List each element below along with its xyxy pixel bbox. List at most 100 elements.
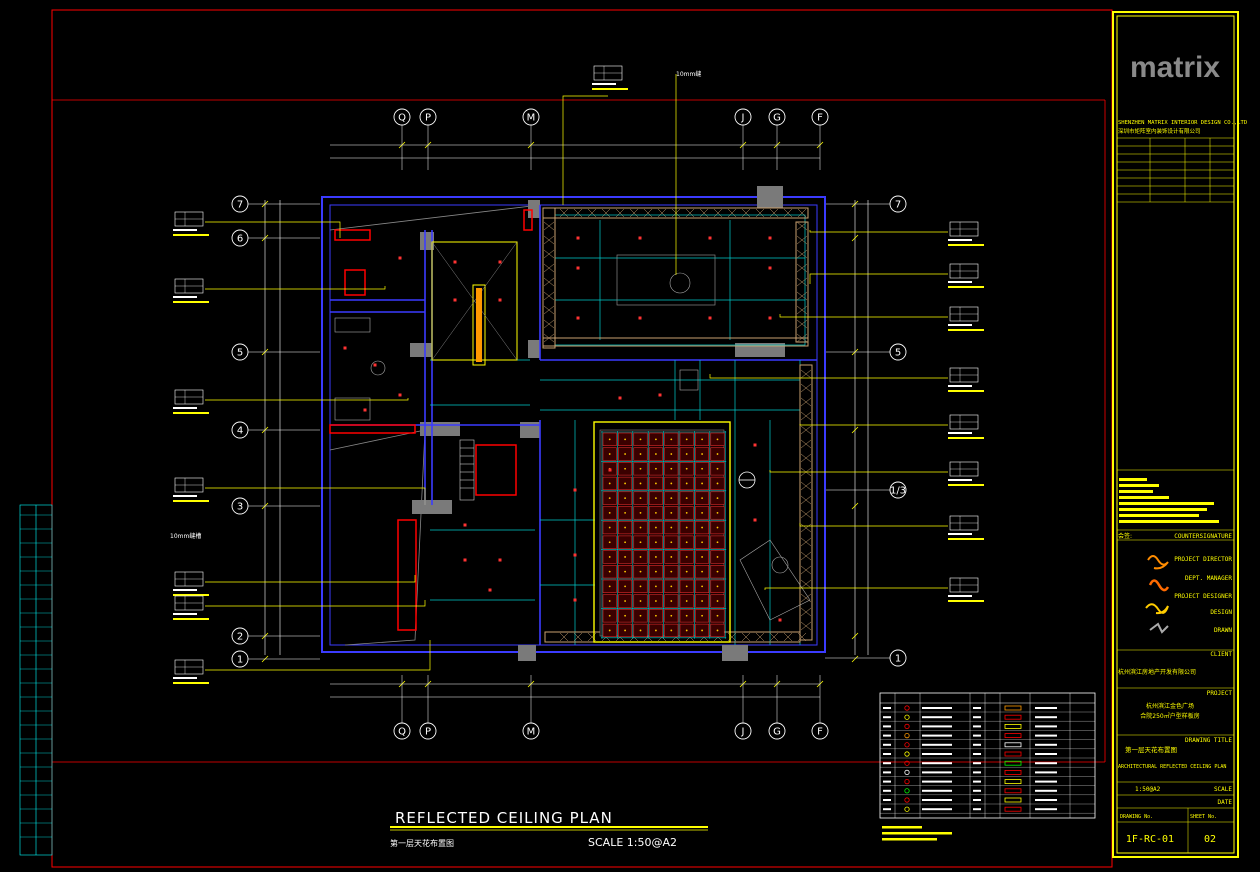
legend-notes [882, 826, 952, 841]
grid-bubble-right-1-3: 1/3 [889, 481, 907, 499]
section-mark [738, 471, 756, 489]
drawing-number: 1F-RC-01 [1126, 834, 1174, 845]
drawing-no-label: DRAWING No. [1120, 814, 1153, 820]
project-label: PROJECT [1207, 690, 1233, 697]
material-tag [173, 571, 209, 596]
grid-bubble-top-p-label: P [425, 113, 431, 124]
revision-table [19, 504, 53, 856]
downlight [708, 316, 712, 320]
grid-bubble-left-1-label: 1 [237, 655, 243, 666]
border-hatching [543, 208, 812, 642]
title-block-notes [1119, 478, 1219, 523]
grid-bubble-left-2: 2 [231, 627, 249, 645]
downlight [768, 266, 772, 270]
downlight [498, 260, 502, 264]
material-tag [948, 263, 984, 288]
red-openings [329, 209, 533, 631]
scale-value: 1:50@A2 [1135, 786, 1161, 793]
grid-bubbles-left: 7 6 5 4 3 2 1 [231, 195, 320, 668]
note-10mm-left: 10mm缝槽 [170, 532, 201, 540]
role-project-designer: PROJECT DESIGNER [1174, 593, 1232, 600]
downlight [463, 558, 467, 562]
grid-bubble-right-1: 1 [889, 649, 907, 667]
role-dept-manager: DEPT. MANAGER [1185, 575, 1232, 582]
signature-2 [1148, 579, 1170, 592]
downlight [658, 393, 662, 397]
title-block-frame [1112, 11, 1239, 858]
downlight [453, 298, 457, 302]
material-tag [173, 211, 209, 236]
grid-bubble-top-j: J [734, 108, 752, 126]
project-name-1: 杭州滨江金色广场 [1146, 702, 1194, 710]
title-block-inner-frame [1116, 15, 1235, 854]
downlight [573, 598, 577, 602]
downlight [638, 236, 642, 240]
company-name-en: SHENZHEN MATRIX INTERIOR DESIGN CO.,LTD [1118, 120, 1247, 126]
grid-bubble-bottom-m: M [522, 722, 540, 740]
grid-bubble-right-7: 7 [889, 195, 907, 213]
title-block-revision-grid [1117, 137, 1234, 853]
downlight [373, 363, 377, 367]
material-tag [173, 595, 209, 620]
material-tag [948, 306, 984, 331]
revision-table-rows [20, 514, 52, 838]
company-name-cn: 深圳市矩阵室内装饰设计有限公司 [1118, 127, 1201, 135]
grid-bubbles-right: 7 5 1/3 1 [825, 195, 907, 667]
downlight [753, 443, 757, 447]
grid-bubble-top-g-label: G [773, 113, 781, 124]
dimension-ticks [261, 141, 859, 688]
downlight [768, 236, 772, 240]
grid-bubble-top-g: G [768, 108, 786, 126]
grid-bubble-left-7: 7 [231, 195, 249, 213]
grid-bubble-bottom-p-label: P [425, 727, 431, 738]
downlight [608, 468, 612, 472]
grid-bubble-top-q-label: Q [398, 113, 406, 124]
drawing-title-cn: 第一层天花布置图 [1125, 745, 1177, 754]
grid-bubble-left-5-label: 5 [237, 348, 243, 359]
floor-plan[interactable] [321, 186, 826, 661]
signature-1 [1147, 555, 1169, 570]
roof-line [329, 204, 541, 231]
client-label: CLIENT [1210, 651, 1232, 658]
grid-bubble-top-j-label: J [741, 113, 745, 124]
grid-bubble-bottom-q: Q [393, 722, 411, 740]
downlight [498, 558, 502, 562]
scale-label: SCALE [1214, 786, 1232, 793]
grid-bubble-right-7-label: 7 [895, 200, 901, 211]
downlight [708, 236, 712, 240]
stair [459, 439, 475, 501]
landscape-line [329, 429, 426, 646]
plan-scale: SCALE 1:50@A2 [588, 836, 677, 849]
grid-bubble-top-f: F [811, 108, 829, 126]
grid-bubble-left-4-label: 4 [237, 426, 243, 437]
grid-bubble-left-2-label: 2 [237, 632, 243, 643]
project-name-2: 合院250㎡户型样板房 [1140, 712, 1199, 720]
columns [410, 186, 785, 661]
material-tag [948, 515, 984, 540]
downlight [576, 266, 580, 270]
drawing-title-label: DRAWING TITLE [1185, 737, 1232, 744]
downlight [576, 316, 580, 320]
fixtures [334, 272, 811, 621]
yellow-features [431, 241, 518, 366]
outer-wall [321, 196, 826, 653]
grid-bubble-right-1-label: 1 [895, 654, 901, 665]
grid-bubble-bottom-q-label: Q [398, 727, 406, 738]
role-design: DESIGN [1210, 609, 1232, 616]
grid-bubble-bottom-j-label: J [741, 727, 745, 738]
ceiling-lines [430, 214, 806, 645]
grid-bubble-right-5: 5 [889, 343, 907, 361]
signature-3 [1145, 603, 1169, 615]
material-tag [173, 389, 209, 414]
downlight [576, 236, 580, 240]
grid-bubble-bottom-f: F [811, 722, 829, 740]
grid-bubble-left-3-label: 3 [237, 502, 243, 513]
grid-bubble-bottom-g-label: G [773, 727, 781, 738]
downlight [573, 553, 577, 557]
grid-bubble-right-1-3-label: 1/3 [890, 486, 906, 497]
grid-bubble-left-6-label: 6 [237, 234, 243, 245]
material-tag [173, 477, 209, 502]
